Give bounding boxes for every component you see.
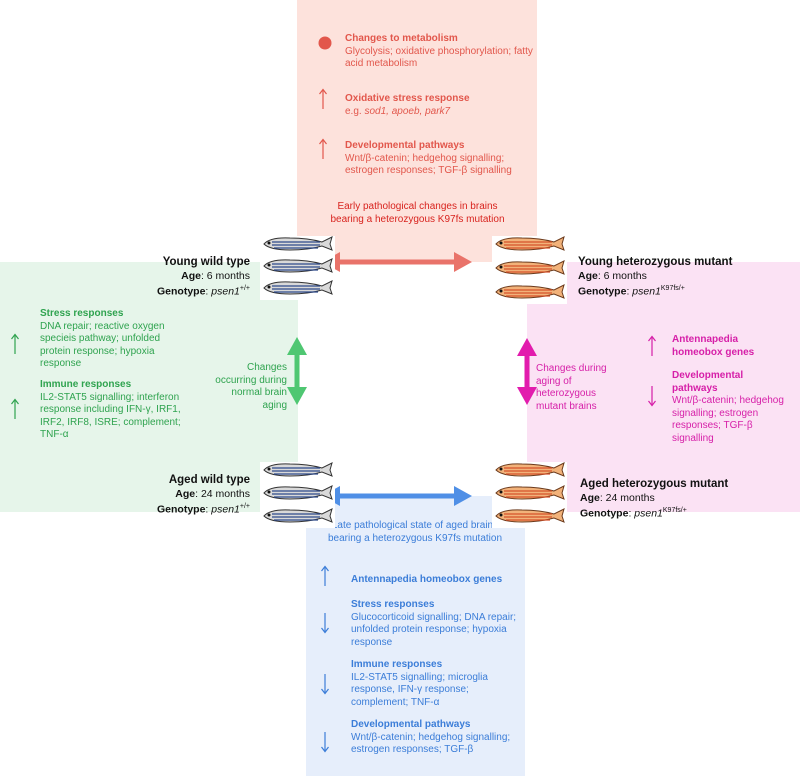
aged-mutant-title: Aged heterozygous mutant — [580, 478, 729, 490]
immune-responses-block-bottom: Immune responses IL2-STAT5 signalling; m… — [351, 659, 521, 709]
developmental-body-right: Wnt/β-catenin; hedgehog signalling; estr… — [672, 395, 784, 444]
stress-responses-title-left: Stress responses — [40, 308, 124, 319]
antennapedia-block-bottom: Antennapedia homeobox genes — [351, 574, 521, 587]
young-wild-type-label: Young wild type Age: 6 months Genotype: … — [100, 255, 250, 299]
young-wild-type-fish-icon — [260, 236, 335, 300]
immune-responses-block-left: Immune responses IL2-STAT5 signalling; i… — [40, 379, 190, 442]
developmental-title-right: Developmental pathways — [672, 370, 744, 394]
antennapedia-block-right: Antennapedia homeobox genes — [672, 334, 782, 359]
stress-responses-block-left: Stress responses DNA repair; reactive ox… — [40, 308, 190, 371]
oxidative-stress-block: Oxidative stress response e.g. sod1, apo… — [345, 93, 535, 118]
metabolism-title: Changes to metabolism — [345, 33, 458, 44]
developmental-body-bottom: Wnt/β-catenin; hedgehog signalling; estr… — [351, 731, 511, 756]
up-arrow-icon — [10, 333, 20, 357]
young-wild-type-title: Young wild type — [162, 256, 250, 268]
young-comparison-arrow — [322, 252, 472, 272]
mutant-aging-arrow — [517, 338, 537, 405]
young-wild-type-age: Age: 6 months — [181, 269, 250, 282]
antennapedia-title-right: Antennapedia homeobox genes — [672, 334, 755, 358]
aged-mutant-age: Age: 24 months — [580, 491, 655, 504]
young-mutant-title: Young heterozygous mutant — [578, 256, 733, 268]
immune-responses-body-bottom: IL2-STAT5 signalling; microglia response… — [351, 671, 488, 708]
aged-wild-type-age: Age: 24 months — [175, 487, 250, 500]
oxidative-stress-title: Oxidative stress response — [345, 93, 470, 104]
aged-comparison-arrow — [322, 486, 472, 506]
up-arrow-icon — [318, 88, 328, 112]
aged-wild-type-label: Aged wild type Age: 24 months Genotype: … — [100, 473, 250, 517]
right-panel-mutant-aging — [527, 262, 800, 512]
developmental-title-bottom: Developmental pathways — [351, 719, 471, 730]
oxidative-stress-body: e.g. sod1, apoeb, park7 — [345, 105, 451, 117]
developmental-block-bottom: Developmental pathways Wnt/β-catenin; he… — [351, 719, 521, 757]
stress-responses-body-bottom: Glucocorticoid signalling; DNA repair; u… — [351, 611, 517, 648]
aged-mutant-label: Aged heterozygous mutant Age: 24 months … — [580, 477, 795, 521]
developmental-block-right: Developmental pathways Wnt/β-catenin; he… — [672, 370, 787, 445]
young-mutant-label: Young heterozygous mutant Age: 6 months … — [578, 255, 793, 299]
left-panel-normal-aging — [0, 262, 298, 512]
antennapedia-title-bottom: Antennapedia homeobox genes — [351, 574, 503, 585]
wild-type-aging-arrow — [287, 337, 307, 405]
immune-responses-title-left: Immune responses — [40, 379, 132, 390]
young-wild-type-genotype: Genotype: psen1+/+ — [156, 284, 250, 298]
down-arrow-icon — [320, 673, 330, 697]
stress-responses-body-left: DNA repair; reactive oxygen specieis pat… — [40, 320, 165, 370]
up-arrow-icon — [320, 565, 330, 589]
developmental-block-top: Developmental pathways Wnt/β-catenin; he… — [345, 140, 535, 178]
stress-responses-title-bottom: Stress responses — [351, 599, 435, 610]
immune-responses-body-left: IL2-STAT5 signalling; interferon respons… — [40, 391, 181, 441]
developmental-title-top: Developmental pathways — [345, 140, 465, 151]
mutant-aging-caption: Changes during aging of heterozygous mut… — [536, 363, 607, 412]
normal-aging-caption: Changes occurring during normal brain ag… — [215, 362, 287, 411]
aged-wild-type-fish-icon — [260, 462, 335, 528]
young-mutant-fish-icon — [492, 236, 567, 304]
circle-icon — [318, 36, 332, 52]
up-arrow-icon — [318, 138, 328, 162]
up-arrow-icon — [10, 398, 20, 422]
developmental-body-top: Wnt/β-catenin; hedgehog signalling; estr… — [345, 152, 512, 177]
young-mutant-age: Age: 6 months — [578, 269, 647, 282]
aged-mutant-fish-icon — [492, 462, 567, 528]
metabolism-block: Changes to metabolism Glycolysis; oxidat… — [345, 33, 535, 71]
down-arrow-icon — [320, 612, 330, 636]
stress-responses-block-bottom: Stress responses Glucocorticoid signalli… — [351, 599, 521, 649]
early-pathology-caption: Early pathological changes in brains bea… — [330, 201, 505, 225]
immune-responses-title-bottom: Immune responses — [351, 659, 443, 670]
metabolism-body: Glycolysis; oxidative phosphorylation; f… — [345, 45, 533, 70]
down-arrow-icon — [320, 731, 330, 755]
up-arrow-icon — [647, 335, 657, 359]
late-pathology-caption: Late pathological state of aged brains b… — [328, 520, 502, 544]
down-arrow-icon — [647, 385, 657, 409]
top-panel-metabolic-changes — [297, 0, 537, 262]
aged-wild-type-genotype: Genotype: psen1+/+ — [156, 502, 250, 516]
aged-wild-type-title: Aged wild type — [168, 474, 250, 486]
young-mutant-genotype: Genotype: psen1K97fs/+ — [578, 284, 685, 298]
bottom-panel-late-pathology — [306, 496, 525, 776]
aged-mutant-genotype: Genotype: psen1K97fs/+ — [580, 506, 687, 520]
